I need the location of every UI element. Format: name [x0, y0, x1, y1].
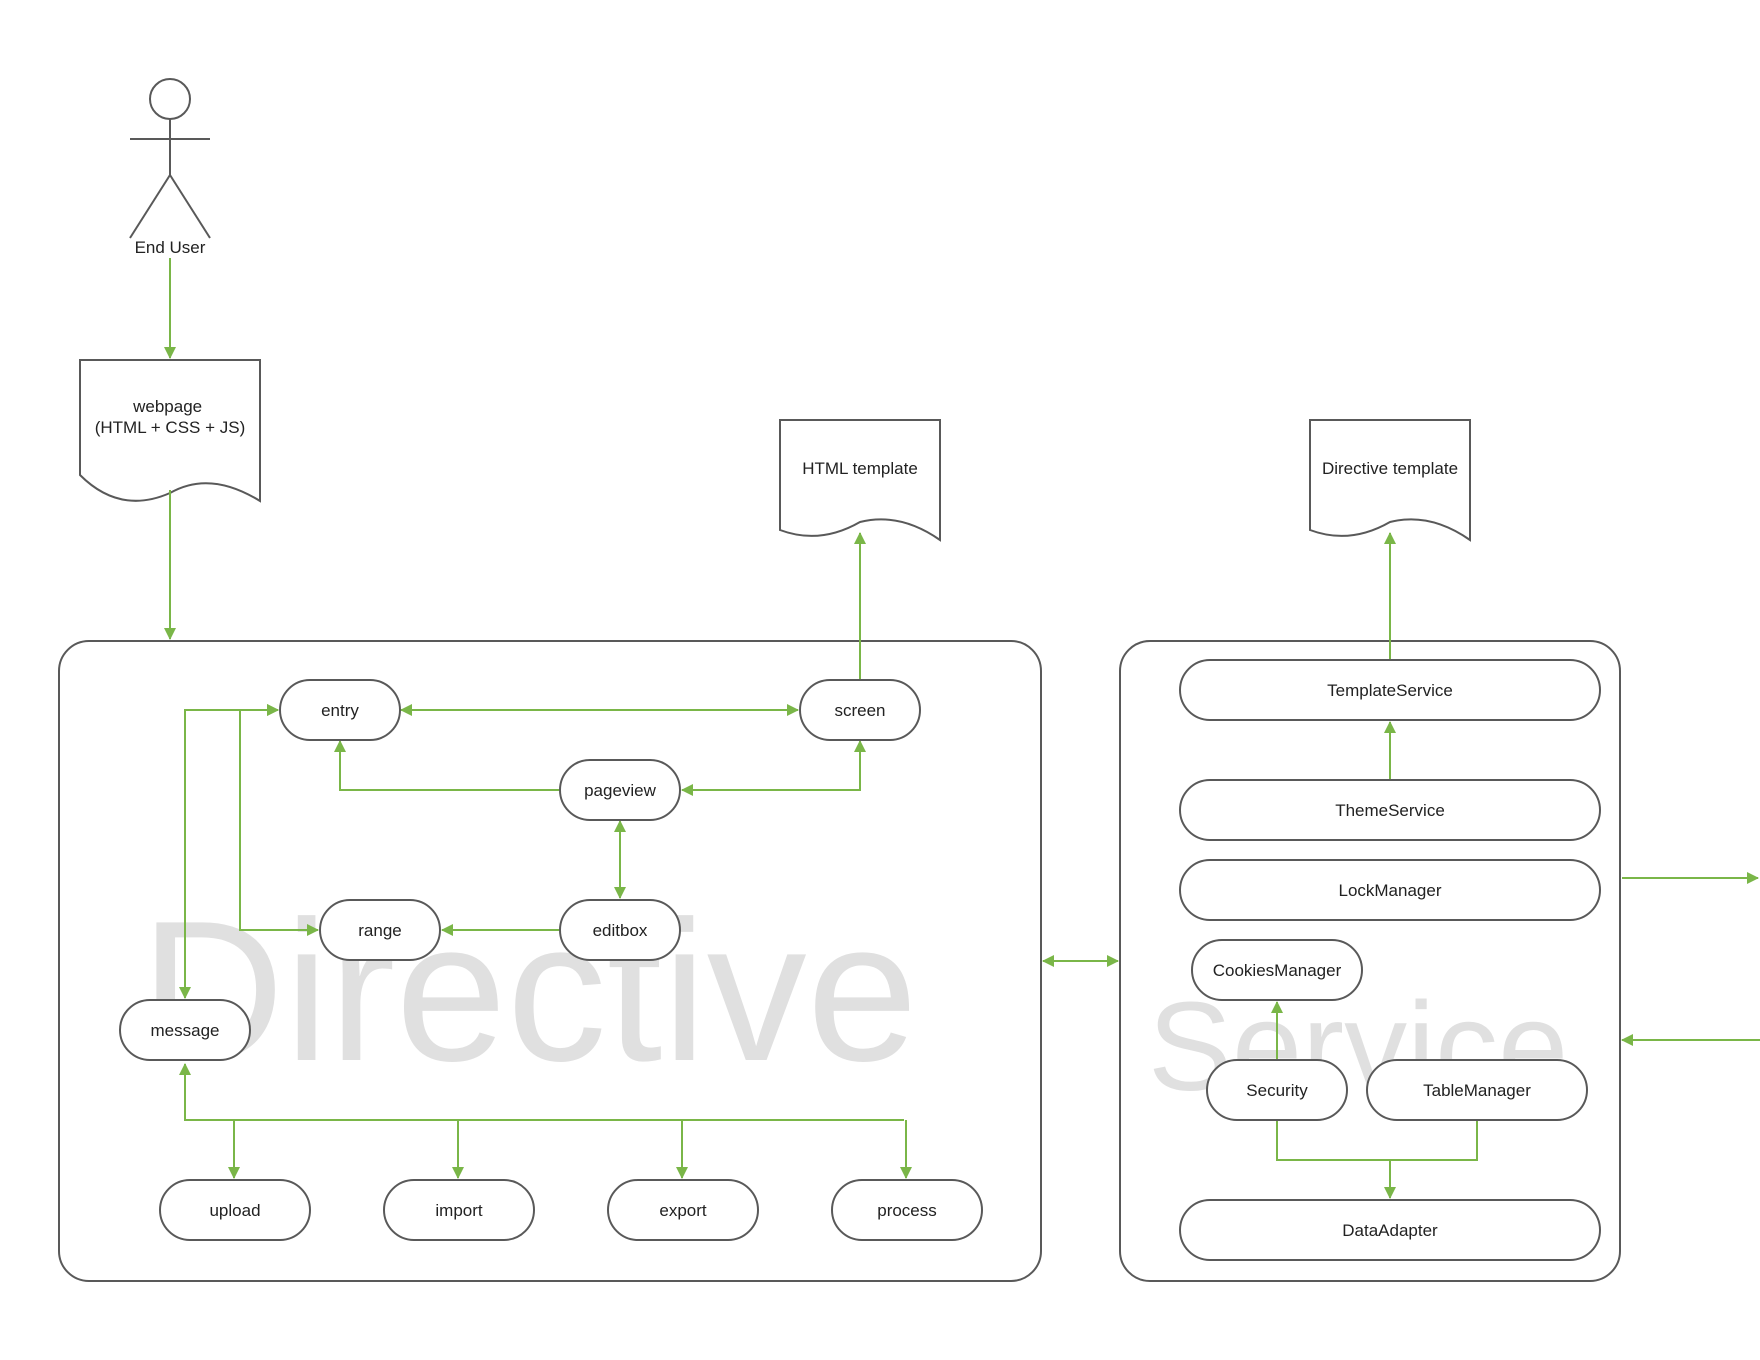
- node-editbox: editbox: [559, 899, 681, 961]
- connectors: [164, 258, 1760, 1199]
- node-upload-label: upload: [209, 1201, 260, 1220]
- node-lock-manager-label: LockManager: [1338, 881, 1441, 900]
- node-message-label: message: [151, 1021, 220, 1040]
- node-data-adapter-label: DataAdapter: [1342, 1221, 1438, 1240]
- node-template-service-label: TemplateService: [1327, 681, 1453, 700]
- webpage-label-line2: (HTML + CSS + JS): [95, 418, 246, 437]
- node-range: range: [319, 899, 441, 961]
- node-export: export: [607, 1179, 759, 1241]
- node-import-label: import: [435, 1201, 483, 1220]
- svg-text:webpage (HTML + CSS + JS: webpage (HTML + CSS + JS): [95, 397, 246, 437]
- edge-tablemanager-dataadapter: [1390, 1121, 1478, 1161]
- node-security-label: Security: [1246, 1081, 1308, 1100]
- directive-template-label: Directive template: [1322, 459, 1458, 478]
- node-range-label: range: [358, 921, 401, 940]
- node-editbox-label: editbox: [593, 921, 648, 940]
- node-table-manager: TableManager: [1366, 1059, 1588, 1121]
- node-upload: upload: [159, 1179, 311, 1241]
- node-export-label: export: [659, 1201, 707, 1220]
- node-lock-manager: LockManager: [1179, 859, 1601, 921]
- directive-watermark: Directive: [140, 880, 918, 1103]
- node-data-adapter: DataAdapter: [1179, 1199, 1601, 1261]
- node-pageview-label: pageview: [584, 781, 657, 800]
- node-screen-label: screen: [834, 701, 885, 720]
- node-security: Security: [1206, 1059, 1348, 1121]
- edge-actions-bus: [179, 1063, 904, 1121]
- node-process: process: [831, 1179, 983, 1241]
- html-template-label: HTML template: [802, 459, 918, 478]
- end-user-label: End User: [135, 238, 206, 257]
- node-cookies-manager: CookiesManager: [1191, 939, 1363, 1001]
- edge-pageview-entry: [334, 740, 560, 791]
- webpage-label-line1: webpage: [132, 397, 202, 416]
- node-screen: screen: [799, 679, 921, 741]
- node-theme-service-label: ThemeService: [1335, 801, 1445, 820]
- node-cookies-manager-label: CookiesManager: [1213, 961, 1342, 980]
- node-message: message: [119, 999, 251, 1061]
- node-template-service: TemplateService: [1179, 659, 1601, 721]
- edge-message-entry: [179, 704, 279, 999]
- edge-security-dataadapter: [1276, 1121, 1396, 1199]
- node-pageview: pageview: [559, 759, 681, 821]
- node-import: import: [383, 1179, 535, 1241]
- edge-screen-pageview: [681, 740, 866, 796]
- end-user-actor: End User: [129, 78, 211, 257]
- directive-template-document: Directive template: [1309, 419, 1471, 542]
- webpage-document: webpage (HTML + CSS + JS): [79, 359, 261, 503]
- html-template-document: HTML template: [779, 419, 941, 542]
- node-process-label: process: [877, 1201, 937, 1220]
- node-entry: entry: [279, 679, 401, 741]
- node-theme-service: ThemeService: [1179, 779, 1601, 841]
- node-entry-label: entry: [321, 701, 359, 720]
- node-table-manager-label: TableManager: [1423, 1081, 1531, 1100]
